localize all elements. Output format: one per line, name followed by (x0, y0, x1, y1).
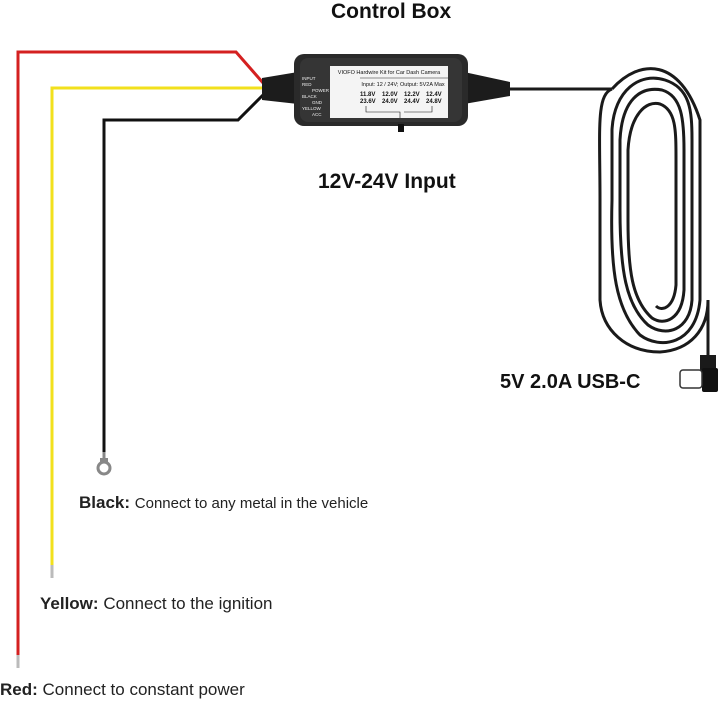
threshold-1-top: 11.8V (360, 92, 375, 98)
input-voltage-label: 12V-24V Input (318, 170, 456, 193)
threshold-3-bottom: 24.4V (404, 99, 420, 105)
box-spec-line: Input: 12 / 24V; Output: 5V2A Max (361, 82, 445, 88)
control-box-title: Control Box (331, 0, 452, 23)
output-strain-relief (464, 72, 510, 104)
ring-terminal (96, 458, 112, 476)
yellow-wire (50, 86, 266, 578)
legend-input: INPUT (302, 76, 316, 81)
legend-acc: ACC (312, 112, 322, 117)
dip-switch-guide (365, 106, 401, 118)
red-wire-text: Connect to constant power (42, 680, 245, 699)
yellow-wire-text: Connect to the ignition (103, 594, 273, 613)
threshold-2-top: 12.0V (382, 92, 398, 98)
usb-c-connector (679, 355, 718, 392)
input-strain-relief (262, 72, 298, 104)
legend-gnd: GND (312, 100, 323, 105)
threshold-3-top: 12.2V (404, 92, 420, 98)
threshold-2-bottom: 24.0V (382, 99, 398, 105)
legend-yellow: YELLOW (302, 106, 322, 111)
black-wire-text: Connect to any metal in the vehicle (134, 495, 369, 512)
box-brand-line: VIOFO Hardwire Kit for Car Dash Camera (338, 70, 441, 76)
control-box (294, 54, 468, 132)
yellow-wire-name: Yellow: (40, 594, 99, 613)
threshold-4-top: 12.4V (426, 92, 442, 98)
usb-output-label: 5V 2.0A USB-C (500, 371, 641, 393)
legend-red: RED (302, 82, 312, 87)
threshold-table: 11.8V 23.6V 12.0V 24.0V 12.2V 24.4V 12.4… (360, 92, 442, 105)
black-wire-name: Black: (79, 493, 131, 512)
usb-cable (510, 67, 710, 358)
red-wire-caption: Red: Connect to constant power (0, 680, 245, 700)
yellow-wire-caption: Yellow: Connect to the ignition (40, 594, 272, 614)
red-wire-name: Red: (0, 680, 38, 699)
legend-black: BLACK (302, 94, 317, 99)
threshold-4-bottom: 24.8V (426, 99, 442, 105)
red-wire (16, 50, 266, 668)
threshold-1-bottom: 23.6V (360, 99, 376, 105)
black-wire-caption: Black: Connect to any metal in the vehic… (79, 493, 368, 513)
black-wire (102, 90, 268, 460)
legend-power: POWER (312, 88, 330, 93)
